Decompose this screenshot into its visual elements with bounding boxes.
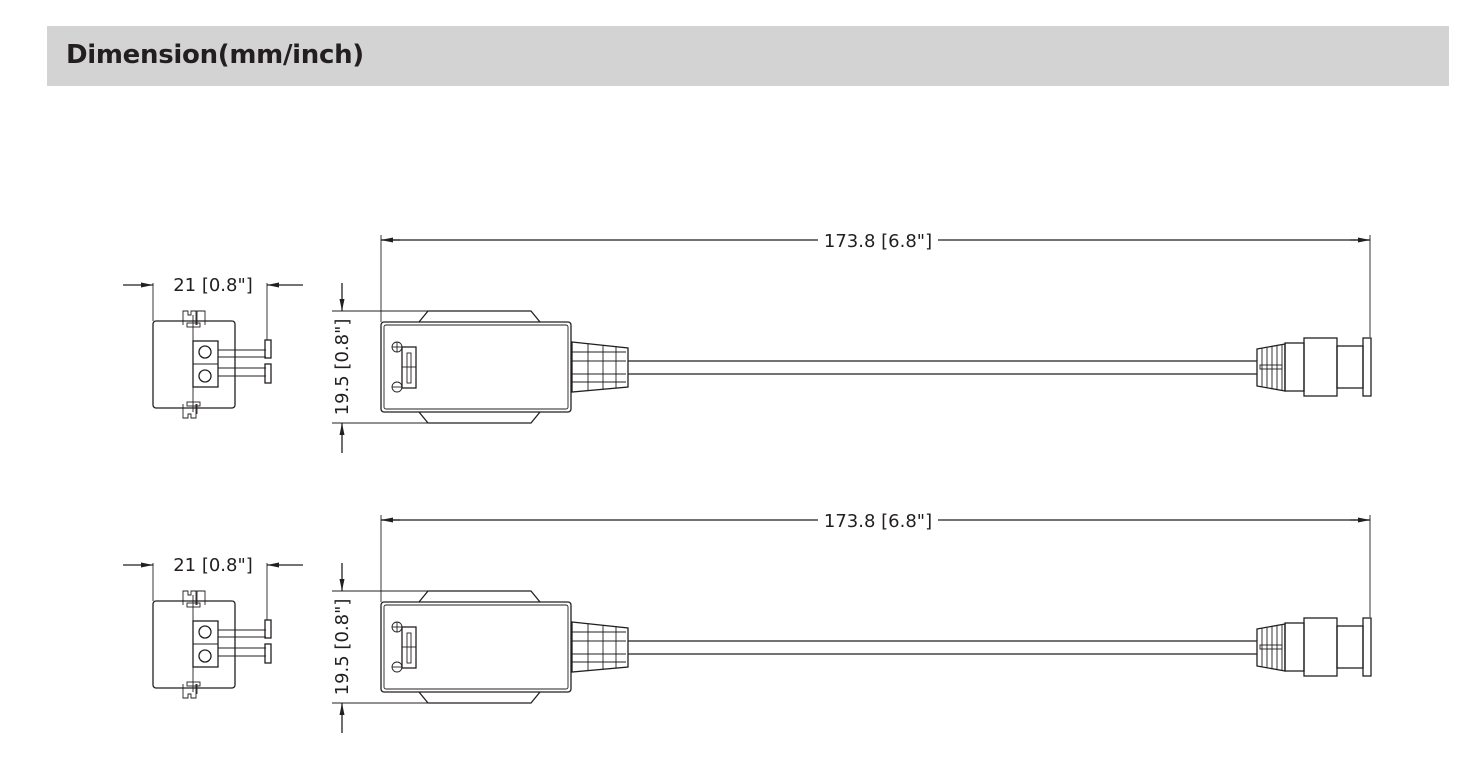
drawing-1: 21 [0.8"] 173.8 [6.8"] 19.5 [0.8"] [123,231,1371,453]
width-dimension-label: 21 [0.8"] [173,555,253,576]
drawing-2: 21 [0.8"] 173.8 [6.8"] 19.5 [0.8"] [123,511,1371,733]
height-dimension-label: 19.5 [0.8"] [332,599,353,696]
height-dimension-label: 19.5 [0.8"] [332,319,353,416]
width-dimension-label: 21 [0.8"] [173,275,253,296]
length-dimension-label: 173.8 [6.8"] [824,231,932,252]
section-header: Dimension(mm/inch) [47,26,1449,86]
length-dimension-label: 173.8 [6.8"] [824,511,932,532]
section-title: Dimension(mm/inch) [66,40,364,70]
